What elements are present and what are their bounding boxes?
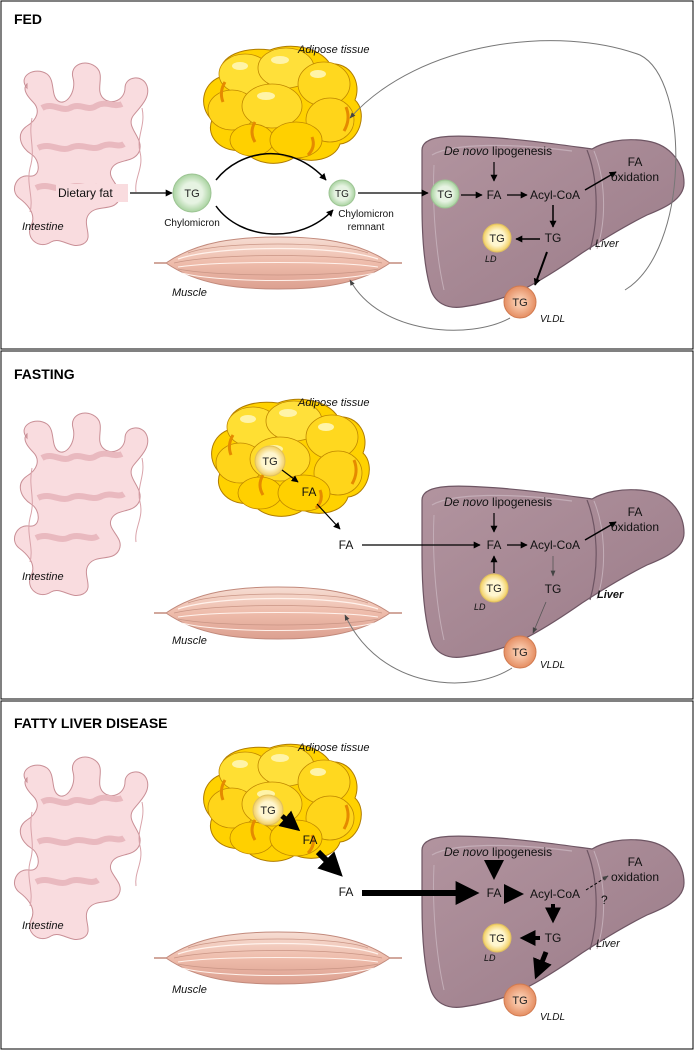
fed-vldl-tg-circle <box>503 285 537 319</box>
fasting-adipose-fa-label: FA <box>302 485 317 499</box>
fed-adipose-label: Adipose tissue <box>297 44 370 56</box>
fed-denovo-italic: De novo <box>444 144 489 158</box>
fed-muscle-label: Muscle <box>172 287 207 299</box>
fasting-adipose-label: Adipose tissue <box>297 397 370 409</box>
fasting-vldl-label: VLDL <box>540 660 565 671</box>
fld-liver-label: Liver <box>596 938 621 950</box>
fld-adipose-label: Adipose tissue <box>297 742 370 754</box>
fld-denovo-label: De novo lipogenesis <box>444 845 552 859</box>
fld-ld-tg-label: TG <box>489 933 504 945</box>
fasting-blood-fa-label: FA <box>339 538 354 552</box>
fasting-denovo-label: De novo lipogenesis <box>444 495 552 509</box>
fed-liver-tg-circle <box>430 179 460 209</box>
fld-adipose-fa-label: FA <box>303 833 318 847</box>
fld-question-mark: ? <box>601 893 608 907</box>
fed-remnant-tg-label: TG <box>335 189 349 200</box>
fasting-panel: FASTING Intestine Adipose tissue Muscle … <box>0 350 694 700</box>
fasting-arrow-adipose-to-blood <box>316 503 341 530</box>
fed-ld-tg-circle <box>482 223 512 253</box>
fed-chylomicron-tg-circle <box>172 173 212 213</box>
fed-arrow-acylcoa-to-oxidation <box>584 171 617 191</box>
fld-ld-tg-circle <box>482 923 512 953</box>
fld-vldl-label: VLDL <box>540 1012 565 1023</box>
fld-arrow-tg-to-fa <box>278 810 301 832</box>
fed-vldl-label: VLDL <box>540 314 565 325</box>
fasting-ld-tg-circle <box>479 573 509 603</box>
fld-arrow-tg-to-vldl <box>533 951 552 980</box>
fld-blood-fa-label: FA <box>339 885 354 899</box>
fasting-arrow-vldl-to-muscle <box>344 614 513 684</box>
fld-faox-label-1: FA <box>628 855 643 869</box>
fed-dietary-fat-label: Dietary fat <box>58 186 113 200</box>
fasting-denovo-rest: lipogenesis <box>492 495 552 509</box>
fed-chylomicron-label: Chylomicron <box>164 218 220 229</box>
fed-arrow-tg-to-vldl <box>533 251 548 286</box>
fld-adipose-tg-circle <box>252 794 284 826</box>
fasting-adipose-tg-label: TG <box>262 456 277 468</box>
fed-arc-lower <box>215 205 334 235</box>
fed-ld-label: LD <box>485 254 497 264</box>
fld-panel: FATTY LIVER DISEASE Intestine Adipose ti… <box>0 700 694 1050</box>
fld-ld-label: LD <box>484 953 496 963</box>
fed-arc-upper <box>215 153 327 181</box>
fld-arrow-adipose-to-blood <box>315 849 343 877</box>
fed-chylomicron-tg-label: TG <box>184 188 199 200</box>
fed-liver-label: Liver <box>595 238 620 250</box>
fasting-arrow-tg-to-fa <box>281 469 299 483</box>
fasting-intestine-label: Intestine <box>22 571 64 583</box>
fld-vldl-tg-label: TG <box>512 995 527 1007</box>
fasting-arrow-tg-to-vldl <box>532 601 547 634</box>
fld-fa-label: FA <box>487 886 502 900</box>
fasting-denovo-italic: De novo <box>444 495 489 509</box>
fld-intestine-label: Intestine <box>22 920 64 932</box>
fasting-adipose-icon <box>210 397 371 518</box>
fed-dietary-fat-box <box>56 184 128 202</box>
fld-vldl-tg-circle <box>503 983 537 1017</box>
fed-remnant-label-1: Chylomicron <box>338 209 394 220</box>
fld-tg-label: TG <box>545 931 562 945</box>
fasting-tg-label: TG <box>545 582 562 596</box>
fed-title: FED <box>14 11 42 27</box>
fed-faox-label-1: FA <box>628 155 643 169</box>
fasting-vldl-tg-label: TG <box>512 647 527 659</box>
fed-vldl-tg-label: TG <box>512 297 527 309</box>
fld-muscle-label: Muscle <box>172 984 207 996</box>
fasting-ld-tg-label: TG <box>486 583 501 595</box>
fed-acylcoa-label: Acyl-CoA <box>530 188 580 202</box>
fld-denovo-italic: De novo <box>444 845 489 859</box>
fed-panel: FED Intestine Adipose tissue Muscle Diet… <box>0 0 694 350</box>
fasting-title: FASTING <box>14 366 75 382</box>
fld-adipose-icon <box>202 742 363 863</box>
fasting-faox-label-2: oxidation <box>611 520 659 534</box>
fed-liver-tg-label: TG <box>437 189 452 201</box>
fed-arrow-vldl-to-muscle <box>349 279 511 331</box>
fasting-liver-label: Liver <box>597 589 624 601</box>
fed-remnant-tg-circle <box>328 179 356 207</box>
fasting-arrow-acylcoa-to-oxidation <box>584 521 617 541</box>
fasting-ld-label: LD <box>474 602 486 612</box>
fed-adipose-icon <box>202 44 363 165</box>
fld-faox-label-2: oxidation <box>611 870 659 884</box>
fed-remnant-label-2: remnant <box>348 222 385 233</box>
fasting-muscle-label: Muscle <box>172 635 207 647</box>
fed-arrow-vldl-to-adipose <box>349 40 677 291</box>
fed-intestine-label: Intestine <box>22 221 64 233</box>
fed-fa-label: FA <box>487 188 502 202</box>
fld-arrow-acylcoa-to-oxidation <box>585 875 609 891</box>
fed-denovo-label: De novo lipogenesis <box>444 144 552 158</box>
fasting-vldl-tg-circle <box>503 635 537 669</box>
fed-ld-tg-label: TG <box>489 233 504 245</box>
fld-denovo-rest: lipogenesis <box>492 845 552 859</box>
fasting-adipose-tg-circle <box>254 445 286 477</box>
fed-faox-label-2: oxidation <box>611 170 659 184</box>
fld-acylcoa-label: Acyl-CoA <box>530 887 580 901</box>
fasting-fa-label: FA <box>487 538 502 552</box>
fed-tg-label: TG <box>545 231 562 245</box>
fasting-acylcoa-label: Acyl-CoA <box>530 538 580 552</box>
fld-adipose-tg-label: TG <box>260 805 275 817</box>
fasting-faox-label-1: FA <box>628 505 643 519</box>
fld-title: FATTY LIVER DISEASE <box>14 715 168 731</box>
fed-denovo-rest: lipogenesis <box>492 144 552 158</box>
